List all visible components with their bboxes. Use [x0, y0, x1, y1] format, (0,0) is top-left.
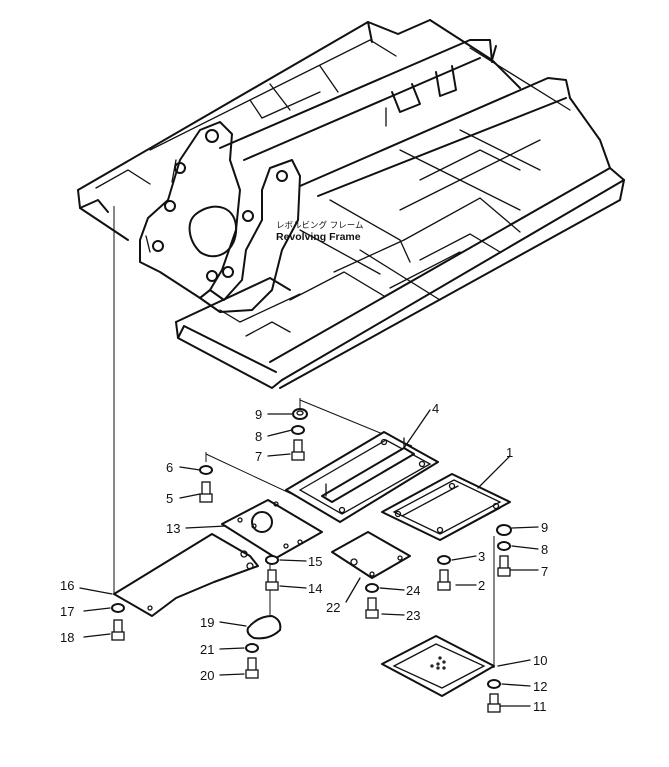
bolt-7b: [497, 555, 511, 577]
washer-9b: [496, 524, 512, 536]
washer-12: [487, 679, 501, 689]
washer-9a: [292, 408, 308, 420]
callout-2: 2: [478, 578, 485, 593]
frame-label: レボルビング フレーム Revolving Frame: [276, 220, 363, 243]
callout-13: 13: [166, 521, 180, 536]
cover-plate-1: [381, 473, 511, 541]
bolt-7a: [291, 439, 305, 461]
cover-19: [246, 615, 282, 640]
bolt-5: [199, 481, 213, 503]
callout-3: 3: [478, 549, 485, 564]
bolt-23: [365, 597, 379, 619]
callout-17: 17: [60, 604, 74, 619]
callout-15: 15: [308, 554, 322, 569]
washer-3: [437, 555, 451, 565]
callout-9-top: 9: [255, 407, 262, 422]
alignment-lines: [113, 206, 495, 668]
callout-6: 6: [166, 460, 173, 475]
callout-12: 12: [533, 679, 547, 694]
callout-10: 10: [533, 653, 547, 668]
callout-leaders: [79, 409, 539, 707]
washer-8b: [497, 541, 511, 551]
revolving-frame: [77, 19, 625, 389]
callout-22: 22: [326, 600, 340, 615]
frame-label-english: Revolving Frame: [276, 231, 361, 243]
callout-20: 20: [200, 668, 214, 683]
callout-19: 19: [200, 615, 214, 630]
washer-24: [365, 583, 379, 593]
washer-21: [245, 643, 259, 653]
callout-7-top: 7: [255, 449, 262, 464]
bolt-2: [437, 569, 451, 591]
washer-8a: [291, 425, 305, 435]
callout-11: 11: [533, 699, 547, 714]
callout-4: 4: [432, 401, 439, 416]
cover-plate-10: [381, 635, 495, 697]
callout-9-right: 9: [541, 520, 548, 535]
cover-plate-4: [285, 431, 439, 523]
callout-21: 21: [200, 642, 214, 657]
callout-14: 14: [308, 581, 322, 596]
callout-8-right: 8: [541, 542, 548, 557]
plate-22: [331, 531, 411, 579]
washer-15: [265, 555, 279, 565]
callout-5: 5: [166, 491, 173, 506]
callout-8-top: 8: [255, 429, 262, 444]
callout-1: 1: [506, 445, 513, 460]
callout-16: 16: [60, 578, 74, 593]
callout-24: 24: [406, 583, 420, 598]
bolt-20: [245, 657, 259, 679]
bolt-14: [265, 569, 279, 591]
plate-13: [221, 499, 323, 559]
washer-17: [111, 603, 125, 613]
bolt-18: [111, 619, 125, 641]
plate-16: [113, 533, 259, 617]
callouts: 1 2 3 4 5 6 7 7 8 8 9 9 10 11 12 13 14 1…: [60, 401, 548, 714]
callout-7-right: 7: [541, 564, 548, 579]
frame-label-japanese: レボルビング フレーム: [276, 220, 363, 231]
callout-23: 23: [406, 608, 420, 623]
callout-18: 18: [60, 630, 74, 645]
washer-6: [199, 465, 213, 475]
bolt-11: [487, 693, 501, 713]
